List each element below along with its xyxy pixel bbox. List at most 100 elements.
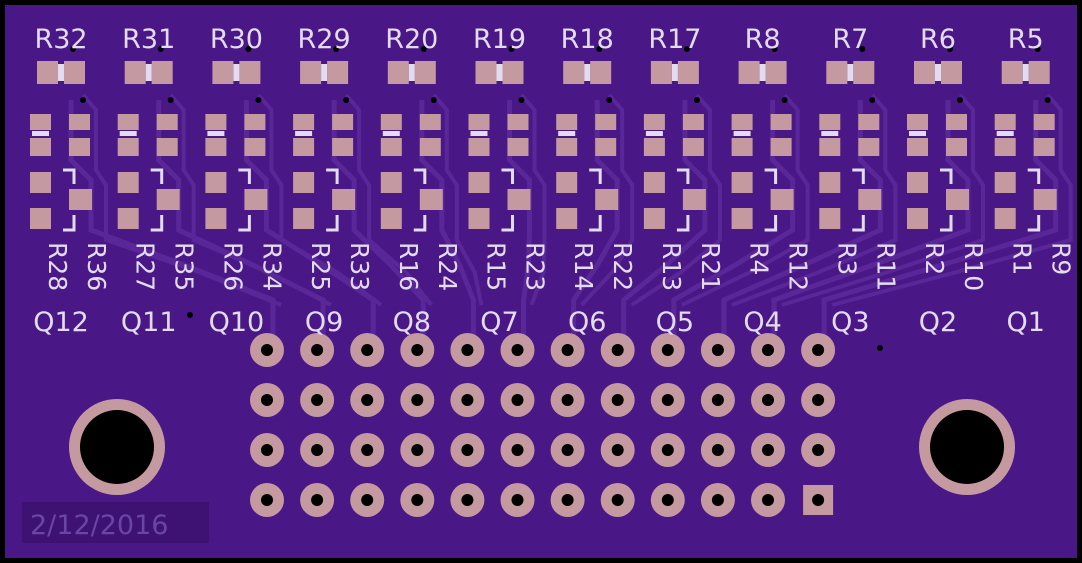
transistor-pad	[419, 189, 443, 210]
resistor-pad	[595, 138, 617, 156]
transistor-pad	[380, 208, 402, 229]
transistor-outline	[764, 168, 778, 184]
resistor-pad	[293, 138, 315, 156]
header-pin-hole	[611, 444, 624, 456]
resistor-pad	[151, 61, 173, 84]
transistor-pad	[507, 189, 531, 210]
trace	[731, 93, 898, 307]
transistor-label: Q4	[743, 307, 781, 338]
resistor-outline	[58, 64, 64, 81]
resistor-label: R25	[306, 242, 335, 291]
date-marking: 2/12/2016	[22, 502, 209, 543]
resistor-pad	[643, 138, 665, 156]
header-pin-hole	[611, 494, 624, 506]
transistor-pad	[244, 189, 268, 210]
transistor-outline	[413, 215, 427, 232]
header-pin-hole	[561, 394, 574, 406]
resistor-pad	[205, 114, 227, 130]
transistor-outline	[676, 168, 690, 184]
resistor-pad	[117, 138, 139, 156]
resistor-outline	[119, 131, 137, 136]
via	[781, 97, 788, 103]
resistor-label: R16	[394, 242, 423, 291]
resistor-pad	[556, 114, 578, 130]
resistor-pad	[677, 61, 699, 84]
transistor-pad	[30, 172, 51, 193]
resistor-pad	[507, 114, 529, 130]
resistor-pad	[244, 138, 266, 156]
transistor-outline	[63, 215, 76, 232]
transistor-pad	[994, 172, 1016, 193]
via	[771, 46, 778, 52]
header-pin-hole	[511, 344, 524, 356]
transistor-outline	[764, 215, 778, 232]
resistor-pad	[205, 138, 227, 156]
resistor-pad	[419, 138, 441, 156]
transistor-outline	[676, 215, 690, 232]
transistor-pad	[1033, 189, 1057, 210]
resistor-pad	[853, 61, 875, 84]
header-pin-hole	[661, 494, 674, 506]
resistor-outline	[645, 131, 663, 136]
resistor-pad	[387, 61, 409, 84]
transistor-outline	[63, 168, 76, 184]
header-pin-hole	[561, 444, 574, 456]
header-pin-hole	[611, 394, 624, 406]
trace	[831, 93, 1073, 307]
via	[245, 46, 252, 52]
resistor-pad	[30, 114, 51, 130]
resistor-outline	[733, 131, 751, 136]
resistor-pad	[819, 114, 841, 130]
header-pin-hole	[361, 494, 374, 506]
resistor-pad	[563, 61, 585, 84]
header-pin-hole	[261, 444, 273, 456]
header-pin-hole	[461, 344, 474, 356]
transistor-pad	[595, 189, 619, 210]
transistor-label: Q2	[919, 307, 957, 338]
resistor-pad	[117, 114, 139, 130]
transistor-pad	[994, 208, 1016, 229]
trace	[519, 93, 547, 306]
header-pin-hole	[261, 344, 273, 356]
header-pin-hole	[311, 494, 324, 506]
resistor-pad	[30, 138, 51, 156]
resistor-pad	[914, 61, 935, 84]
trace	[169, 93, 333, 307]
transistor-pad	[907, 208, 928, 229]
via	[1034, 46, 1041, 52]
resistor-pad	[1033, 138, 1055, 156]
resistor-label: R32	[34, 24, 87, 55]
transistor-label: Q10	[209, 307, 265, 338]
resistor-pad	[475, 61, 497, 84]
transistor-outline	[501, 168, 514, 184]
resistor-pad	[994, 114, 1016, 130]
header-pin-hole	[711, 394, 724, 406]
resistor-pad	[332, 138, 354, 156]
resistor-pad	[826, 61, 848, 84]
resistor-pad	[682, 114, 704, 130]
transistor-outline	[238, 168, 251, 184]
resistor-outline	[558, 131, 576, 136]
resistor-outline	[145, 64, 152, 81]
resistor-pad	[69, 138, 90, 156]
resistor-label: R18	[561, 24, 614, 55]
resistor-outline	[935, 64, 941, 81]
resistor-pad	[212, 61, 234, 84]
transistor-outline	[940, 215, 953, 232]
header-pin-hole	[311, 344, 324, 356]
resistor-pad	[507, 138, 529, 156]
resistor-label: R31	[122, 24, 175, 55]
resistor-label: R33	[345, 242, 374, 291]
resistor-pad	[907, 138, 928, 156]
transistor-pad	[682, 189, 706, 210]
transistor-label: Q1	[1006, 307, 1044, 338]
header-pin-hole	[411, 444, 424, 456]
via	[167, 97, 174, 103]
header-pin-hole	[762, 494, 774, 506]
transistor-label: Q6	[568, 307, 606, 338]
via	[693, 97, 700, 103]
transistor-pad	[556, 208, 578, 229]
resistor-pad	[731, 138, 753, 156]
resistor-label: R7	[832, 24, 868, 55]
